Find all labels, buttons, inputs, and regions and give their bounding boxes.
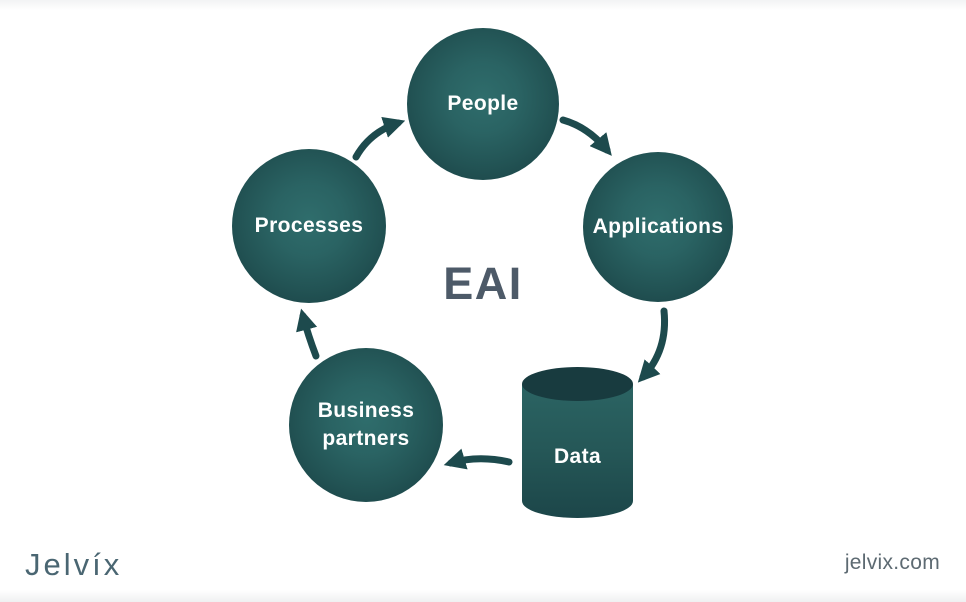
arrow-business-partners-to-processes [296,308,320,360]
node-data-label: Data [553,445,602,468]
node-people-label: People [447,91,519,115]
node-business-partners-label: Business partners [317,398,415,450]
jelvix-logo: Jelvíx [25,547,123,582]
top-edge-shading [0,0,966,10]
node-processes: Processes [232,149,386,303]
node-processes-label: Processes [254,213,364,237]
node-business-partners: Business partners [289,348,443,502]
node-applications: Applications [583,152,733,302]
node-people: People [407,28,559,180]
node-applications-label: Applications [592,214,724,238]
arrow-people-to-applications [559,116,612,156]
arrow-data-to-business-partners [443,448,513,470]
diagram-title: EAI [443,258,523,309]
arrow-applications-to-data [637,307,669,383]
bottom-edge-shading [0,590,966,602]
arrow-processes-to-people [352,116,406,161]
website-url: jelvix.com [844,551,940,574]
database-cylinder-icon [522,367,633,518]
node-data: Data [522,367,633,518]
